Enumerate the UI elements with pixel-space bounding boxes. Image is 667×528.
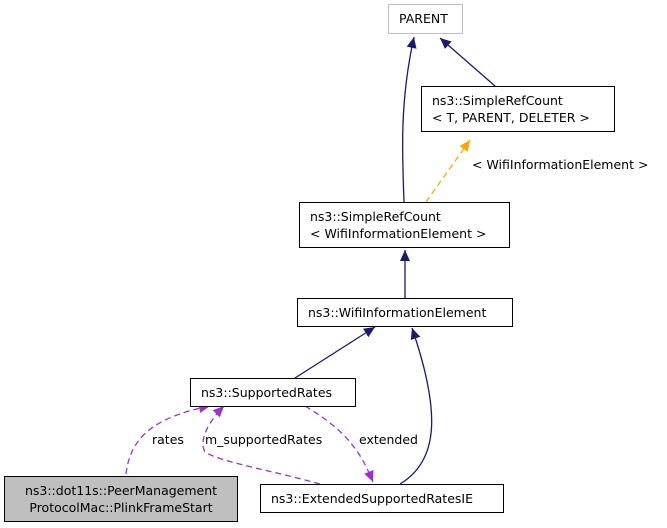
node-parent[interactable]: PARENT	[388, 4, 463, 34]
node-label: ns3::ExtendedSupportedRatesIE	[271, 491, 473, 506]
node-wifi-information-element[interactable]: ns3::WifiInformationElement	[297, 298, 513, 327]
edge-inheritance-simplerefcount-template-to-parent	[439, 37, 496, 87]
node-label-line-1: ns3::SimpleRefCount	[432, 93, 563, 108]
edge-label-extended: extended	[359, 432, 418, 447]
node-parent-label: PARENT	[399, 11, 448, 26]
node-label-line-2: < T, PARENT, DELETER >	[432, 110, 590, 125]
node-simple-ref-count-wie[interactable]: ns3::SimpleRefCount < WifiInformationEle…	[299, 202, 510, 248]
edge-template-instantiation	[425, 139, 471, 203]
node-supported-rates[interactable]: ns3::SupportedRates	[190, 378, 356, 407]
node-label: ns3::SupportedRates	[201, 385, 333, 400]
node-plink-frame-start[interactable]: ns3::dot11s::PeerManagement ProtocolMac:…	[4, 476, 238, 522]
edge-label-rates: rates	[152, 432, 184, 447]
edge-usage-rates	[125, 403, 211, 475]
node-label: ns3::WifiInformationElement	[308, 305, 487, 320]
node-simple-ref-count-template[interactable]: ns3::SimpleRefCount < T, PARENT, DELETER…	[421, 86, 615, 132]
node-label-line-1: ns3::SimpleRefCount	[310, 209, 441, 224]
edge-label-m-supported-rates: m_supportedRates	[205, 432, 323, 447]
node-label-line-2: ProtocolMac::PlinkFrameStart	[29, 500, 213, 515]
node-label-line-1: ns3::dot11s::PeerManagement	[24, 483, 218, 498]
node-label-line-2: < WifiInformationElement >	[310, 226, 487, 241]
edge-inheritance-simplerefcount-wie-to-parent	[401, 36, 417, 203]
edge-inheritance-extendedrates-to-wie	[399, 327, 433, 485]
edge-usage-extended	[304, 405, 374, 483]
edge-inheritance-supportedrates-to-wie	[294, 326, 376, 379]
edge-usage-m-supported-rates	[202, 405, 321, 485]
node-extended-supported-rates-ie[interactable]: ns3::ExtendedSupportedRatesIE	[260, 484, 504, 513]
edge-label-template-argument: < WifiInformationElement >	[472, 157, 649, 172]
